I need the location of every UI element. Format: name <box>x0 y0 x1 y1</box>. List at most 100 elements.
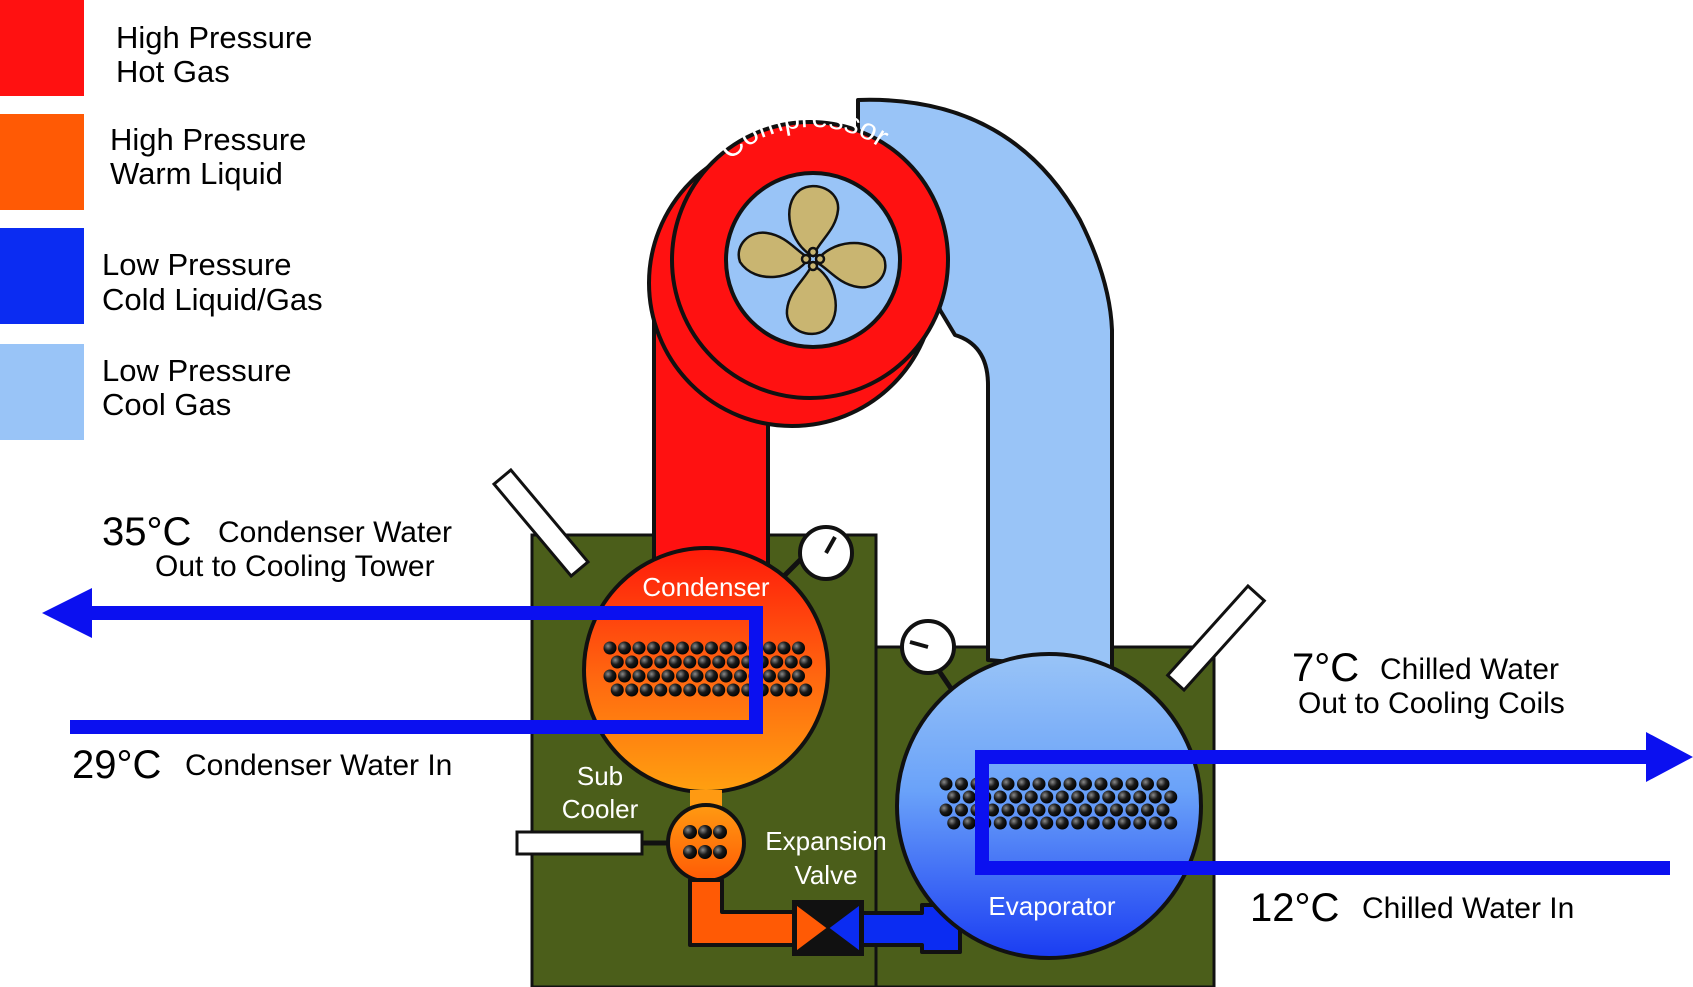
heat-exchanger-tube <box>784 655 798 669</box>
chilled-water-out-arrow-icon <box>1646 732 1693 782</box>
evaporator: Evaporator <box>895 583 1267 960</box>
legend-label-line2: Cold Liquid/Gas <box>102 282 323 317</box>
heat-exchanger-tube <box>676 669 689 683</box>
heat-exchanger-tube <box>939 803 953 817</box>
heat-exchanger-tube <box>1063 777 1077 791</box>
heat-exchanger-tube <box>763 669 776 683</box>
heat-exchanger-tube <box>792 669 805 683</box>
heat-exchanger-tube <box>986 803 999 817</box>
heat-exchanger-tube <box>1063 803 1077 817</box>
heat-exchanger-tube <box>1009 816 1023 830</box>
heat-exchanger-tube <box>799 683 813 697</box>
heat-exchanger-tube <box>777 641 791 655</box>
heat-exchanger-tube <box>654 655 668 669</box>
temperature-value: 35°C <box>102 510 191 554</box>
heat-exchanger-tube <box>639 655 653 669</box>
heat-exchanger-tube <box>1055 816 1069 830</box>
heat-exchanger-tube <box>705 641 718 655</box>
legend-label-line1: Low Pressure <box>102 353 292 388</box>
heat-exchanger-tube <box>1017 803 1030 817</box>
condenser-water-out-label: 35°C Condenser Water Out to Cooling Towe… <box>102 510 452 583</box>
heat-exchanger-tube <box>939 777 953 791</box>
sub-cooler-label-line1: Sub <box>577 761 623 791</box>
heat-exchanger-tube <box>647 641 660 655</box>
heat-exchanger-tube <box>1141 803 1154 817</box>
heat-exchanger-tube <box>697 655 711 669</box>
legend-swatch-cold-liquid <box>0 228 84 324</box>
sub-cooler <box>666 803 746 883</box>
water-label-line1: Condenser Water In <box>185 749 452 782</box>
expansion-valve-label-line2: Valve <box>794 860 857 890</box>
heat-exchanger-tube <box>1164 790 1178 804</box>
heat-exchanger-tube <box>1024 816 1038 830</box>
heat-exchanger-tube <box>647 669 660 683</box>
heat-exchanger-tube <box>962 816 976 830</box>
legend-label-line2: Warm Liquid <box>110 156 283 191</box>
heat-exchanger-tube <box>1055 790 1069 804</box>
heat-exchanger-tube <box>639 683 653 697</box>
heat-exchanger-tube <box>1001 777 1015 791</box>
temperature-value: 7°C <box>1292 646 1359 690</box>
legend-label-line1: Low Pressure <box>102 247 292 282</box>
legend-label-line2: Cool Gas <box>102 387 231 422</box>
heat-exchanger-tube <box>1017 777 1030 791</box>
heat-exchanger-tube <box>676 641 689 655</box>
heat-exchanger-tube <box>1079 777 1092 791</box>
heat-exchanger-tube <box>1048 777 1061 791</box>
heat-exchanger-tube <box>726 655 740 669</box>
heat-exchanger-tube <box>1079 803 1092 817</box>
heat-exchanger-tube <box>1133 790 1147 804</box>
expansion-valve-label-line1: Expansion <box>765 826 886 856</box>
heat-exchanger-tube <box>683 655 697 669</box>
legend-swatch-hot-gas <box>0 0 84 96</box>
heat-exchanger-tube <box>668 683 682 697</box>
heat-exchanger-tube <box>683 845 697 859</box>
heat-exchanger-tube <box>683 683 697 697</box>
temperature-value: 12°C <box>1250 886 1339 930</box>
condenser-label: Condenser <box>642 572 770 602</box>
heat-exchanger-tube <box>1048 803 1061 817</box>
heat-exchanger-tube <box>993 816 1007 830</box>
thermometer <box>515 830 644 856</box>
water-label-line1: Chilled Water <box>1380 653 1559 686</box>
heat-exchanger-tube <box>713 845 727 859</box>
heat-exchanger-tube <box>1102 816 1116 830</box>
water-label-line2: Out to Cooling Coils <box>1298 687 1565 720</box>
evaporator-tube-bundle <box>939 777 1178 830</box>
heat-exchanger-tube <box>603 669 617 683</box>
heat-exchanger-tube <box>690 641 704 655</box>
heat-exchanger-tube <box>1086 790 1100 804</box>
legend-label-line1: High Pressure <box>110 122 306 157</box>
heat-exchanger-tube <box>625 655 639 669</box>
heat-exchanger-tube <box>1156 803 1170 817</box>
heat-exchanger-tube <box>618 641 631 655</box>
heat-exchanger-tube <box>1040 816 1054 830</box>
water-label-line2: Out to Cooling Tower <box>155 550 435 583</box>
heat-exchanger-tube <box>1164 816 1178 830</box>
heat-exchanger-tube <box>777 669 791 683</box>
heat-exchanger-tube <box>1110 803 1123 817</box>
legend-item-cool-gas: Low Pressure Cool Gas <box>0 344 292 440</box>
evaporator-shell <box>895 652 1203 960</box>
legend-swatch-cool-gas <box>0 344 84 440</box>
impeller-icon <box>737 184 887 336</box>
heat-exchanger-tube <box>770 655 784 669</box>
heat-exchanger-tube <box>784 683 798 697</box>
heat-exchanger-tube <box>1071 816 1085 830</box>
heat-exchanger-tube <box>993 790 1007 804</box>
low-pressure-liquid-pipe <box>860 903 962 954</box>
heat-exchanger-tube <box>632 641 646 655</box>
heat-exchanger-tube <box>1148 816 1162 830</box>
heat-exchanger-tube <box>1094 803 1108 817</box>
sub-cooler-label-line2: Cooler <box>562 794 639 824</box>
heat-exchanger-tube <box>947 790 961 804</box>
heat-exchanger-tube <box>698 845 712 859</box>
heat-exchanger-tube <box>690 669 704 683</box>
heat-exchanger-tube <box>661 641 675 655</box>
heat-exchanger-tube <box>1117 790 1131 804</box>
heat-exchanger-tube <box>1032 803 1046 817</box>
compressor: Compressor <box>647 101 950 428</box>
water-label-line1: Chilled Water In <box>1362 892 1574 925</box>
heat-exchanger-tube <box>603 641 617 655</box>
